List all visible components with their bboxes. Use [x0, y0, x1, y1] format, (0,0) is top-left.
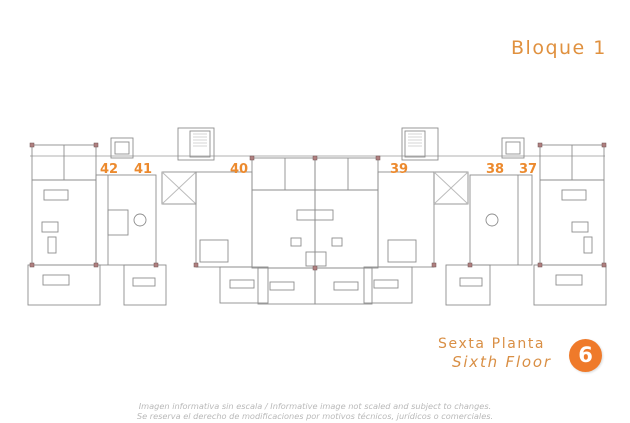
- disclaimer-line-2: Se reserva el derecho de modificaciones …: [136, 411, 494, 421]
- floor-number-badge: 6: [569, 339, 602, 372]
- unit-number-38: 38: [486, 162, 505, 177]
- unit-number-39: 39: [390, 162, 409, 177]
- stair-core-left: [177, 127, 215, 161]
- unit-number-42: 42: [100, 162, 119, 177]
- floor-label-spanish: Sexta Planta: [438, 336, 546, 352]
- disclaimer-line-1: Imagen informativa sin escala / Informat…: [138, 401, 492, 411]
- unit-number-37: 37: [519, 162, 538, 177]
- stair-core-right: [401, 127, 439, 161]
- unit-number-41: 41: [134, 162, 153, 177]
- unit-number-40: 40: [230, 162, 249, 177]
- elevator-right: [501, 137, 525, 159]
- floor-label-english: Sixth Floor: [452, 353, 552, 371]
- block-title: Bloque 1: [511, 37, 607, 59]
- elevator-left: [110, 137, 134, 159]
